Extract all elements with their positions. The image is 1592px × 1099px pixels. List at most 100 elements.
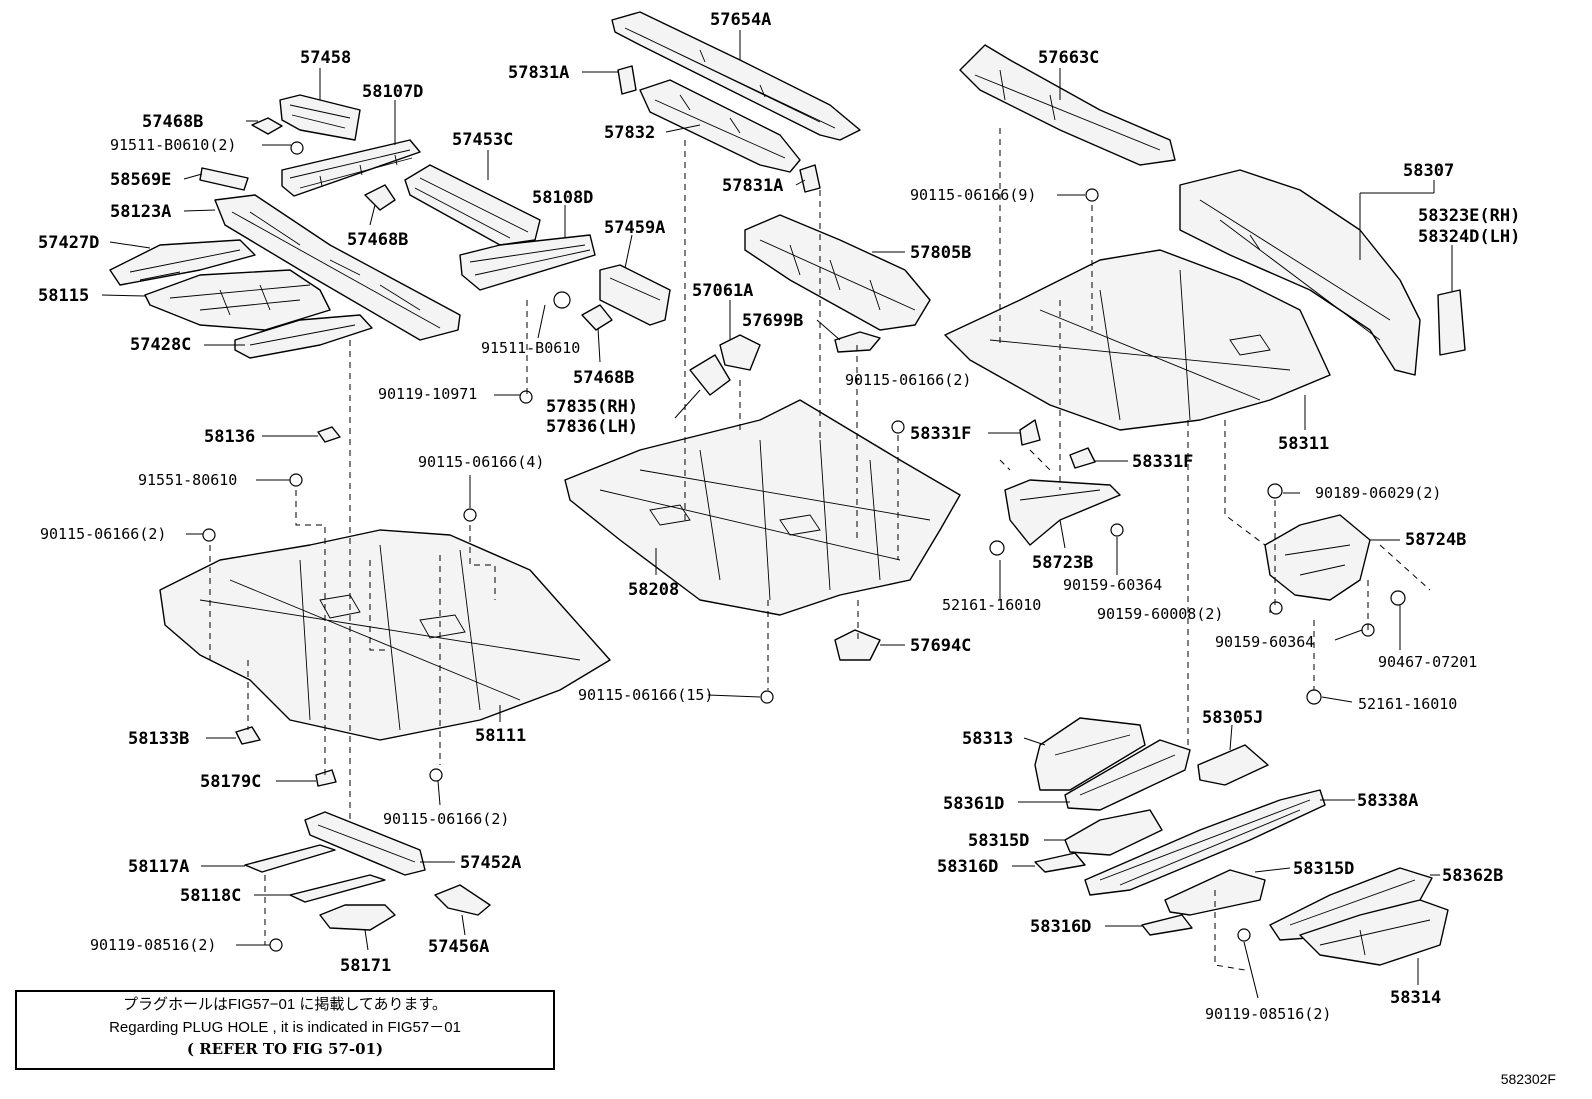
clip-90467-07201: [1390, 590, 1406, 606]
label-57061a: 57061A: [692, 281, 753, 301]
label-58108d: 58108D: [532, 188, 593, 208]
nut-90189-06029: [1267, 483, 1283, 499]
part-57694c: [834, 629, 881, 661]
label-58313: 58313: [962, 729, 1013, 749]
bolt-90119-08516-right: [1237, 928, 1251, 942]
part-57832: [639, 79, 801, 173]
note-japanese-text: プラグホールはFIG57−01 に掲載してあります。: [123, 996, 447, 1013]
bolt-91511-b0610-2: [290, 141, 304, 155]
label-58323e-rh: 58323E(RH): [1418, 206, 1520, 226]
part-57458: [279, 94, 361, 141]
part-58331f-b: [1069, 447, 1096, 469]
bolt-90115-06166-center: [891, 420, 905, 434]
label-90467-07201: 90467-07201: [1378, 653, 1477, 671]
bolt-90115-06166-9: [1085, 188, 1099, 202]
label-91511-b0610: 91511-B0610: [481, 339, 580, 357]
label-90115-06166-15: 90115-06166(15): [578, 686, 713, 704]
label-90115-06166-4: 90115-06166(4): [418, 453, 544, 471]
label-90115-06166-2-center: 90115-06166(2): [845, 371, 971, 389]
part-57427d: [109, 239, 256, 286]
part-58315d-a: [1064, 809, 1163, 856]
label-58133b: 58133B: [128, 729, 189, 749]
part-57699b: [834, 331, 881, 353]
part-58569e: [199, 167, 249, 191]
part-58108d: [459, 234, 596, 291]
part-57468b-clip-c: [581, 304, 613, 331]
plug-hole-note: プラグホールはFIG57−01 に掲載してあります。 Regarding PLU…: [15, 990, 555, 1070]
part-57663c: [959, 44, 1176, 166]
leader-lines: [101, 30, 1453, 999]
label-57458: 57458: [300, 48, 351, 68]
part-58171: [319, 904, 396, 931]
part-58305j: [1197, 744, 1269, 786]
part-labels: 57458 58107D 57468B 91511-B0610(2) 58569…: [38, 10, 1520, 1023]
label-58111: 58111: [475, 726, 526, 746]
clip-52161-16010-b: [1306, 689, 1322, 705]
part-57654a: [611, 11, 861, 141]
label-57832: 57832: [604, 123, 655, 143]
label-58338a: 58338A: [1357, 791, 1418, 811]
label-57663c: 57663C: [1038, 48, 1099, 68]
label-90119-10971: 90119-10971: [378, 385, 477, 403]
label-58179c: 58179C: [200, 772, 261, 792]
part-58136: [317, 426, 341, 443]
label-58314: 58314: [1390, 988, 1441, 1008]
part-57061a: [719, 334, 761, 371]
part-57456a: [434, 884, 491, 916]
label-90115-06166-2-left: 90115-06166(2): [40, 525, 166, 543]
label-58305j: 58305J: [1202, 708, 1263, 728]
label-58316d-b: 58316D: [1030, 917, 1091, 937]
clip-52161-16010-a: [989, 540, 1005, 556]
part-58313: [1034, 717, 1146, 791]
part-57459a: [599, 264, 671, 326]
part-58316d-b: [1141, 914, 1193, 936]
label-58208: 58208: [628, 580, 679, 600]
label-57831a-top: 57831A: [508, 63, 569, 83]
label-90159-60364-a: 90159-60364: [1063, 576, 1162, 594]
label-58107d: 58107D: [362, 82, 423, 102]
label-57835-rh: 57835(RH): [546, 397, 638, 417]
part-58316d-a: [1034, 852, 1086, 873]
label-90115-06166-9: 90115-06166(9): [910, 186, 1036, 204]
part-58133b: [235, 726, 261, 745]
bolt-90115-06166-4: [463, 508, 477, 522]
part-57831a-bracket-top: [617, 65, 637, 95]
part-57452a: [304, 811, 426, 876]
label-58115: 58115: [38, 286, 89, 306]
label-58331f-a: 58331F: [910, 424, 971, 444]
label-58136: 58136: [204, 427, 255, 447]
label-52161-16010-a: 52161-16010: [942, 596, 1041, 614]
part-58331f-a: [1019, 419, 1041, 446]
part-58118c: [289, 874, 386, 903]
note-reference-text: ( REFER TO FIG 57-01): [186, 1040, 384, 1058]
part-57453c: [404, 164, 541, 246]
label-57459a: 57459A: [604, 218, 665, 238]
label-58324d-lh: 58324D(LH): [1418, 227, 1520, 247]
part-57468b-clip-a: [251, 117, 283, 135]
part-58115: [144, 269, 331, 331]
part-58307: [1179, 169, 1421, 376]
label-57456a: 57456A: [428, 937, 489, 957]
label-90119-08516-2-right: 90119-08516(2): [1205, 1005, 1331, 1023]
label-52161-16010-b: 52161-16010: [1358, 695, 1457, 713]
label-58123a: 58123A: [110, 202, 171, 222]
label-58311: 58311: [1278, 434, 1329, 454]
bolt-90115-06166-15: [760, 690, 774, 704]
label-58117a: 58117A: [128, 857, 189, 877]
label-57427d: 57427D: [38, 233, 99, 253]
label-58724b: 58724B: [1405, 530, 1466, 550]
label-57452a: 57452A: [460, 853, 521, 873]
part-58323e-bracket: [1437, 289, 1466, 356]
label-91511-b0610-2: 91511-B0610(2): [110, 136, 236, 154]
part-58107d: [281, 139, 421, 197]
part-58117a: [244, 844, 336, 873]
bolt-90159-60008: [1269, 601, 1283, 615]
part-58311-floor: [944, 249, 1331, 431]
label-58171: 58171: [340, 956, 391, 976]
label-57654a: 57654A: [710, 10, 771, 30]
bolt-90115-06166-2-left: [202, 528, 216, 542]
label-90189-06029-2: 90189-06029(2): [1315, 484, 1441, 502]
label-58723b: 58723B: [1032, 553, 1093, 573]
bolt-90119-08516-left: [269, 938, 283, 952]
part-58361d: [1064, 739, 1191, 811]
